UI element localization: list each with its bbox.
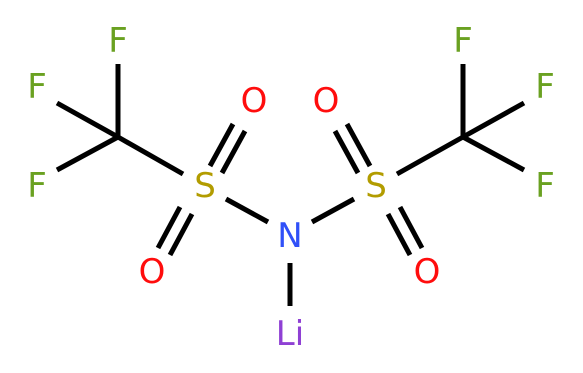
bond-s-o-left-bottom-b	[167, 212, 195, 257]
bond-s-o-left-bottom-a	[155, 205, 183, 250]
atom-f-left-top: F	[108, 21, 128, 61]
bond-c-f-left-bottom	[55, 134, 120, 173]
atom-f-right-top: F	[453, 21, 473, 61]
atom-o-right-top: O	[313, 81, 340, 121]
bond-s-c-right	[395, 134, 465, 177]
atom-n-center: N	[277, 216, 302, 256]
atom-li: Li	[276, 314, 304, 354]
bond-s-o-right-bottom-b	[397, 205, 425, 250]
atom-f-left-mid: F	[27, 67, 47, 107]
atom-s-right: S	[365, 166, 387, 206]
bond-s-n-left	[224, 196, 270, 225]
bond-s-o-right-top-b	[344, 122, 373, 168]
bonds	[55, 64, 526, 306]
atom-o-left-top: O	[241, 81, 268, 121]
bond-c-f-right-bottom	[461, 134, 526, 173]
atom-labels: F F F S O O N S O O F F F Li	[27, 21, 555, 354]
atom-s-left: S	[194, 166, 216, 206]
bond-s-o-left-top-b	[219, 129, 248, 175]
bond-n-s-right	[310, 196, 356, 225]
bond-c-f-right-mid	[461, 100, 526, 140]
bond-s-o-right-top-a	[332, 129, 361, 175]
atom-o-right-bottom: O	[414, 252, 441, 292]
bond-c-s-left	[116, 134, 185, 177]
bond-c-f-left-mid	[55, 100, 120, 140]
atom-o-left-bottom: O	[139, 252, 166, 292]
atom-f-right-mid: F	[535, 67, 555, 107]
atom-f-left-bottom: F	[27, 166, 47, 206]
bond-s-o-left-top-a	[207, 122, 236, 168]
bond-s-o-right-bottom-a	[385, 212, 413, 257]
atom-f-right-bottom: F	[535, 166, 555, 206]
